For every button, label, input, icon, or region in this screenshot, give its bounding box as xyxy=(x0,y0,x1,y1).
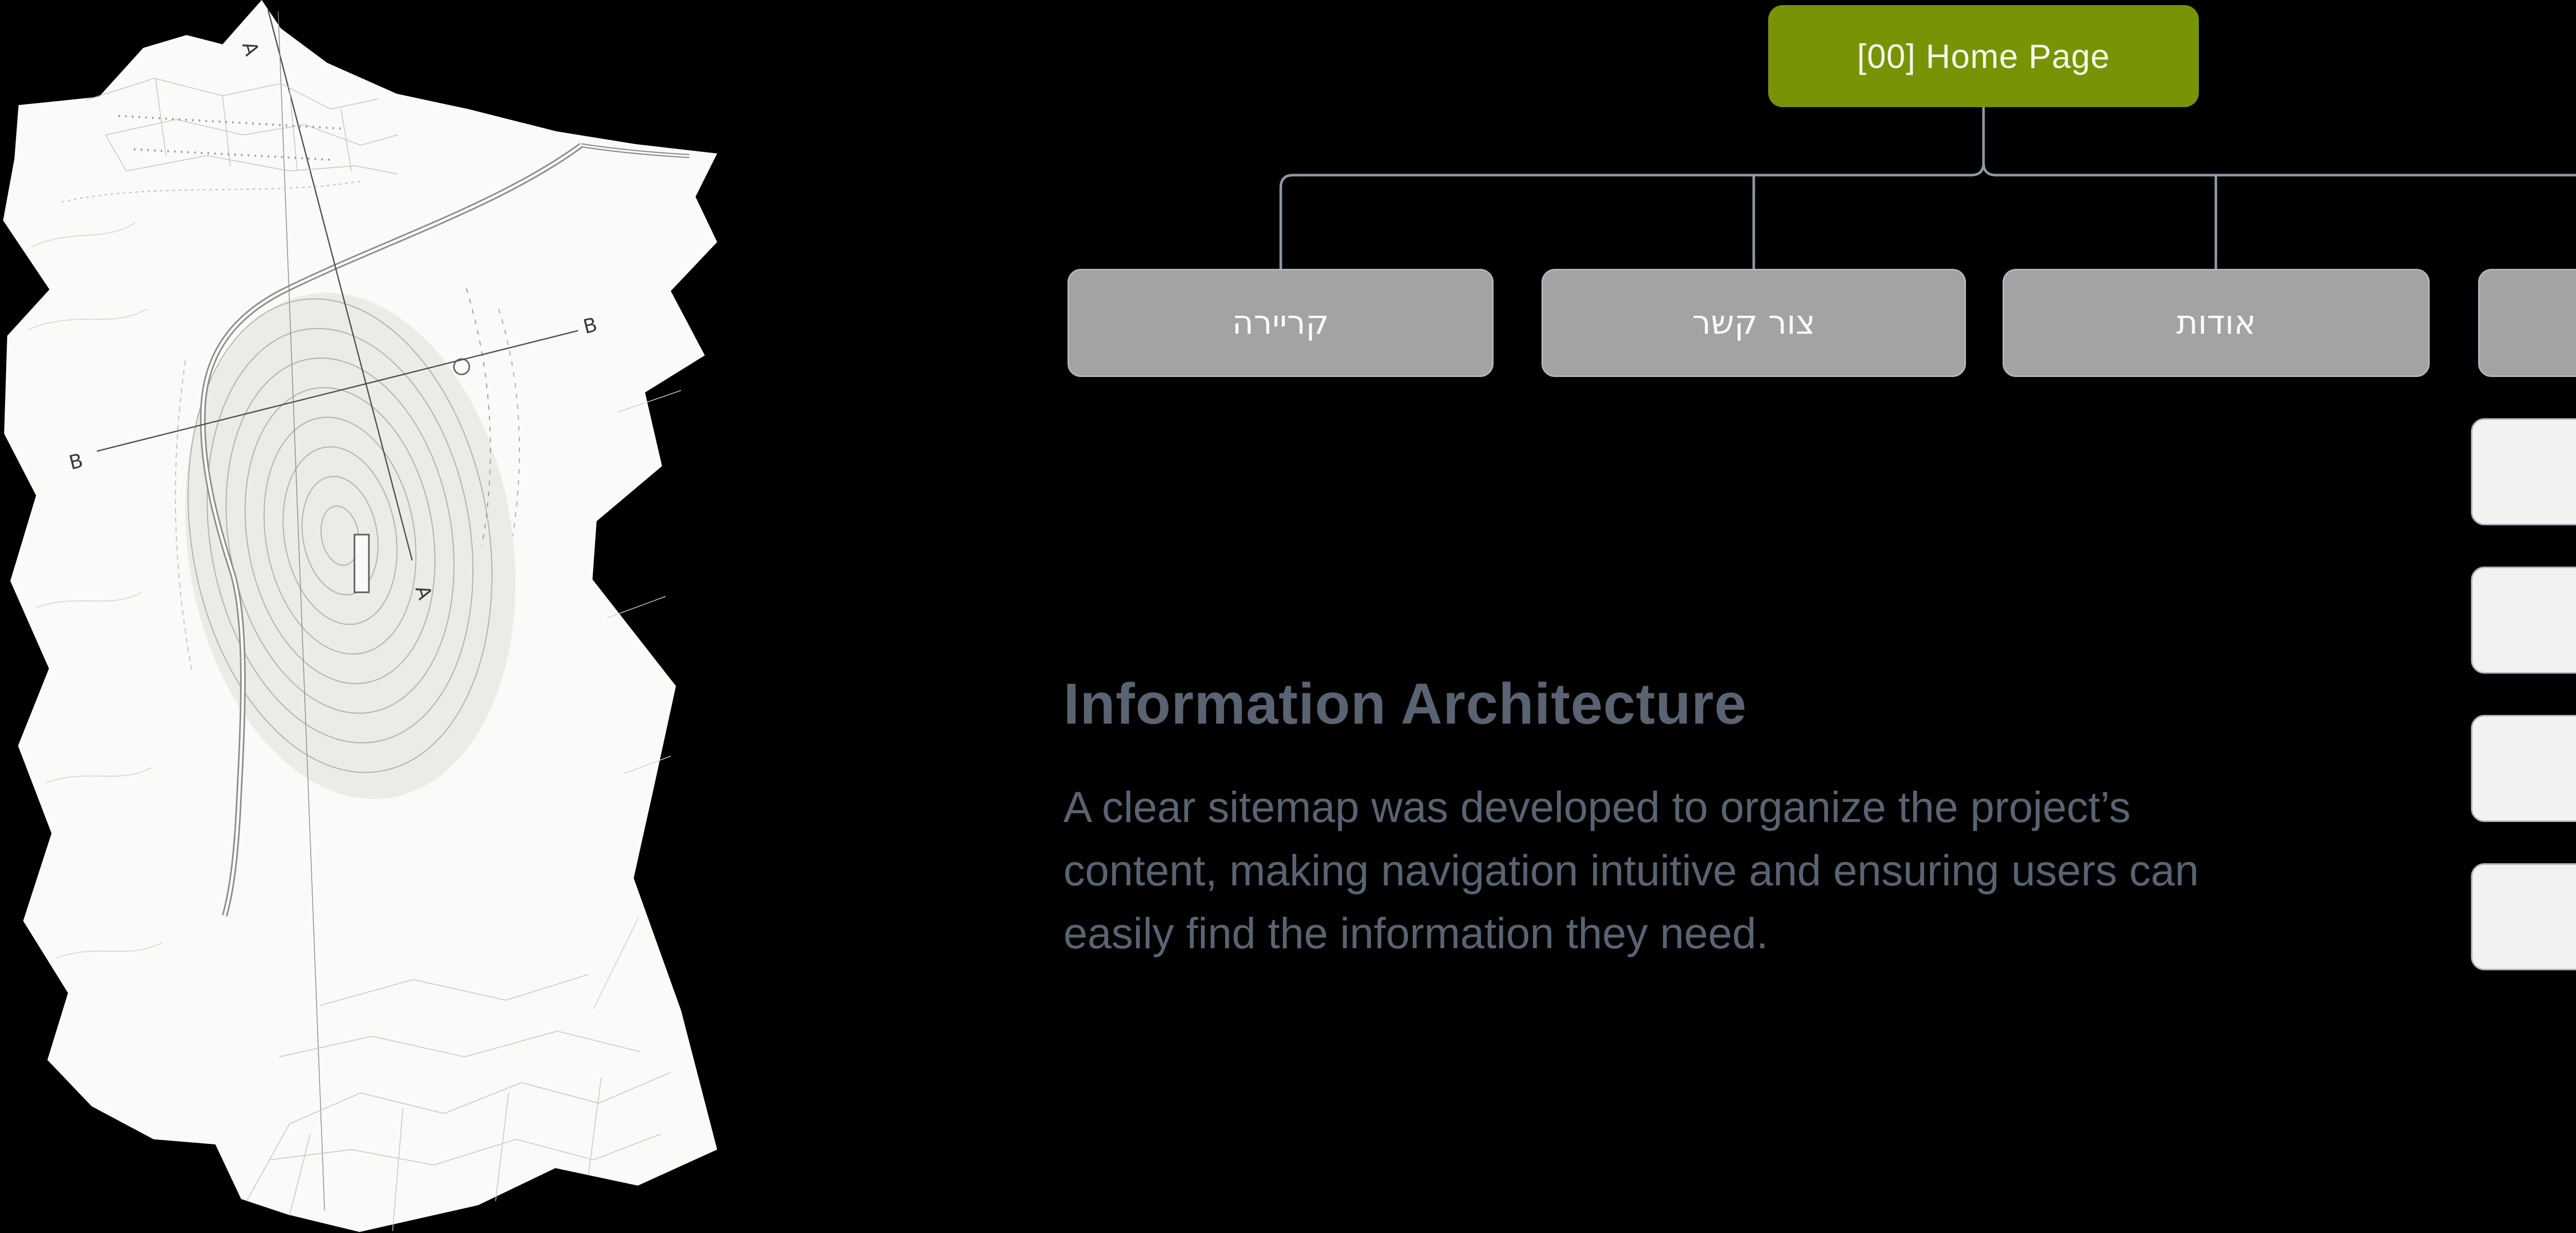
sitemap-node-careers: קריירה xyxy=(1067,269,1494,377)
survey-map-art: A A B B xyxy=(3,0,717,1232)
sitemap-node-about: אודות xyxy=(2003,269,2430,377)
sitemap-node-planning: תכנון xyxy=(2471,715,2576,822)
sitemap-node-execution: ביצוע xyxy=(2471,567,2576,674)
section-paragraph: A clear sitemap was developed to organiz… xyxy=(1063,783,2199,958)
sitemap-node-environment: סביבה xyxy=(2471,863,2576,970)
sitemap-node-services: השירותים שלנו xyxy=(2478,269,2576,377)
sitemap-node-geology: גאולוגיה xyxy=(2471,418,2576,525)
sitemap-node-home: [00] Home Page xyxy=(1768,5,2199,107)
sitemap-node-contact: צור קשר xyxy=(1541,269,1966,377)
survey-map-left: A A B B xyxy=(3,0,717,1232)
section-title: Information Architecture xyxy=(1063,672,1747,736)
